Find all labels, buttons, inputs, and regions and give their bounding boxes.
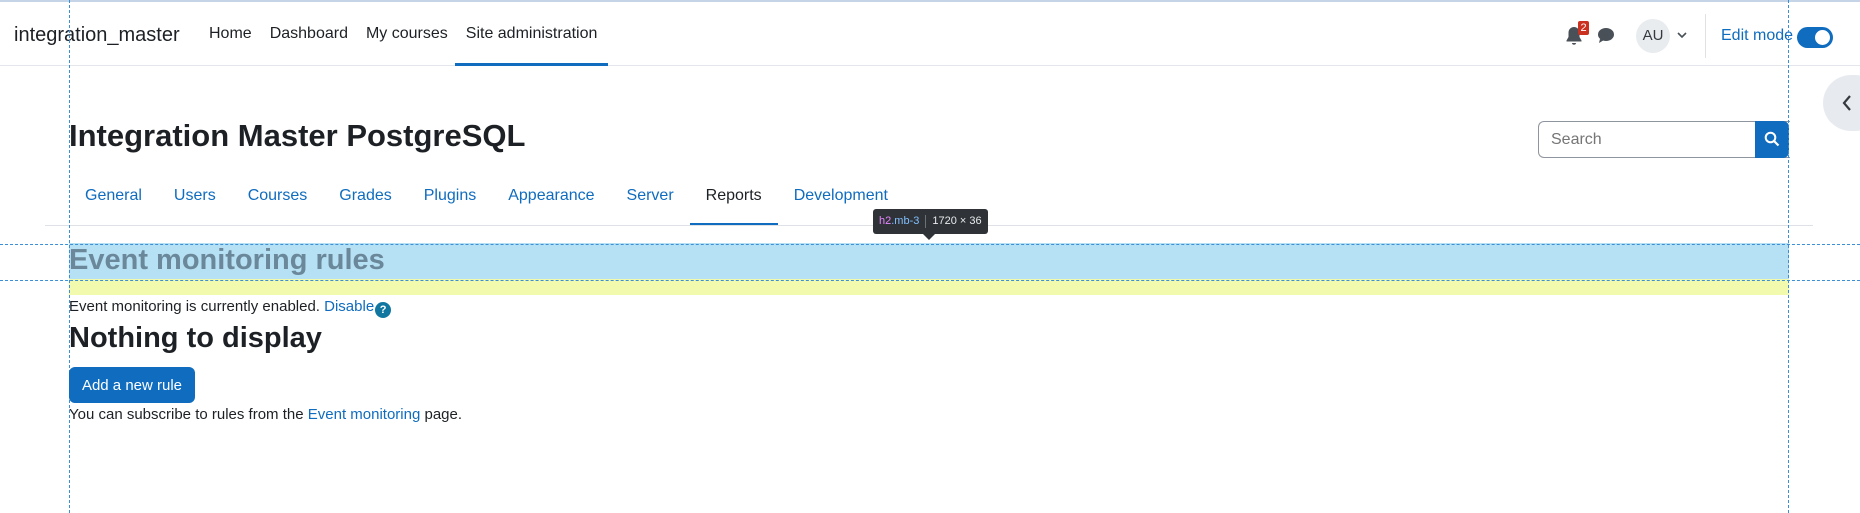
site-brand[interactable]: integration_master bbox=[14, 24, 180, 46]
nav-my-courses[interactable]: My courses bbox=[365, 25, 448, 42]
secondary-navigation: General Users Courses Grades Plugins App… bbox=[69, 176, 904, 226]
tab-reports[interactable]: Reports bbox=[689, 176, 778, 226]
tab-courses[interactable]: Courses bbox=[247, 187, 308, 204]
tab-appearance[interactable]: Appearance bbox=[508, 187, 595, 204]
tab-development[interactable]: Development bbox=[793, 187, 888, 204]
nav-home[interactable]: Home bbox=[209, 25, 252, 42]
devtools-tooltip: h2.mb-3 1720 × 36 bbox=[873, 209, 988, 234]
devtools-margin-highlight bbox=[69, 279, 1789, 295]
search-icon bbox=[1764, 131, 1780, 147]
nav-site-administration[interactable]: Site administration bbox=[454, 2, 608, 66]
open-drawer-button[interactable] bbox=[1823, 75, 1860, 131]
tooltip-size: 1720 × 36 bbox=[932, 215, 982, 227]
section-heading: Event monitoring rules bbox=[69, 244, 385, 276]
devtools-element-highlight bbox=[69, 243, 1789, 279]
event-monitoring-link[interactable]: Event monitoring bbox=[307, 406, 421, 423]
devtools-guide-left bbox=[69, 0, 70, 513]
add-rule-button[interactable]: Add a new rule bbox=[69, 367, 195, 403]
devtools-guide-top bbox=[0, 244, 1860, 245]
toggle-knob bbox=[1815, 30, 1830, 45]
disable-link[interactable]: Disable bbox=[324, 298, 375, 315]
chevron-left-icon bbox=[1842, 95, 1851, 111]
devtools-guide-bottom bbox=[0, 280, 1860, 281]
tab-grades[interactable]: Grades bbox=[339, 187, 392, 204]
tooltip-separator bbox=[925, 214, 927, 228]
empty-state-heading: Nothing to display bbox=[69, 322, 322, 354]
tab-plugins[interactable]: Plugins bbox=[423, 187, 477, 204]
status-text: Event monitoring is currently enabled. bbox=[69, 298, 320, 315]
search-input[interactable] bbox=[1538, 121, 1790, 158]
top-navbar: integration_master Home Dashboard My cou… bbox=[0, 0, 1860, 66]
chat-icon[interactable] bbox=[1597, 27, 1615, 44]
help-icon[interactable]: ? bbox=[375, 302, 392, 318]
navbar-divider bbox=[1705, 14, 1706, 58]
tooltip-class: .mb-3 bbox=[891, 215, 920, 227]
tab-general[interactable]: General bbox=[85, 187, 142, 204]
tab-server[interactable]: Server bbox=[626, 187, 674, 204]
bell-icon[interactable] bbox=[1565, 26, 1583, 46]
user-avatar[interactable]: AU bbox=[1636, 19, 1670, 53]
monitoring-status: Event monitoring is currently enabled. D… bbox=[69, 298, 392, 318]
devtools-tooltip-arrow bbox=[923, 234, 935, 240]
subscribe-suffix: page. bbox=[424, 406, 463, 423]
notification-count-badge: 2 bbox=[1578, 21, 1589, 35]
page-title: Integration Master PostgreSQL bbox=[69, 118, 526, 153]
chevron-down-icon[interactable] bbox=[1676, 29, 1688, 41]
tab-users[interactable]: Users bbox=[173, 187, 216, 204]
subscribe-prefix: You can subscribe to rules from the bbox=[69, 406, 304, 423]
nav-dashboard[interactable]: Dashboard bbox=[269, 25, 348, 42]
tooltip-tag: h2 bbox=[879, 215, 892, 227]
devtools-guide-right bbox=[1788, 0, 1789, 513]
edit-mode-toggle[interactable] bbox=[1797, 27, 1833, 48]
subscribe-info: You can subscribe to rules from the Even… bbox=[69, 406, 462, 423]
edit-mode-label[interactable]: Edit mode bbox=[1721, 27, 1794, 44]
search-button[interactable] bbox=[1755, 121, 1789, 158]
primary-navigation: Home Dashboard My courses Site administr… bbox=[200, 2, 608, 66]
